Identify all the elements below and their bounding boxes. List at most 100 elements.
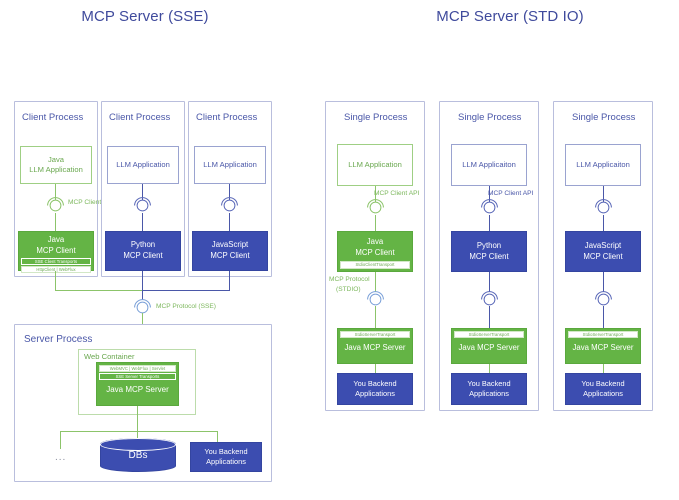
more-sources-ellipsis: ... bbox=[55, 452, 67, 463]
connector-line-2b bbox=[142, 213, 143, 231]
stdio-backend-2-line2: Applications bbox=[469, 389, 509, 398]
stdio-javascript-mcp-client[interactable]: JavaScript MCP Client bbox=[565, 231, 641, 272]
server-process-label: Server Process bbox=[24, 334, 93, 345]
stdio-llm-1-label: LLM Application bbox=[348, 159, 402, 169]
mcp-client-api-label-1: MCP Client API bbox=[68, 199, 114, 206]
server-fanout-line bbox=[60, 431, 217, 432]
bus-line-horizontal bbox=[142, 290, 230, 291]
stdio-backend-3-line1: You Backend bbox=[581, 378, 625, 388]
stdio-python-mcp-client[interactable]: Python MCP Client bbox=[451, 231, 527, 272]
stdio-connector-3b bbox=[603, 215, 604, 231]
stdio-connector-3a bbox=[603, 186, 604, 203]
stdio-java-client-line1: Java bbox=[366, 237, 384, 246]
stdio-protocol-line-3b bbox=[603, 306, 604, 328]
llm-application-2-label: LLM Application bbox=[116, 159, 170, 169]
stdio-java-mcp-client[interactable]: Java MCP Client StdioClientTransport bbox=[337, 231, 413, 272]
llm-application-3-label: LLM Application bbox=[203, 159, 257, 169]
stdio-protocol-line-3a bbox=[603, 272, 604, 292]
connector-line-1a bbox=[55, 184, 56, 201]
bus-line-2-down bbox=[142, 271, 143, 291]
stdio-js-client-line2: MCP Client bbox=[583, 251, 623, 261]
stdio-client-transport-chip: StdioClientTransport bbox=[340, 261, 410, 270]
python-mcp-client-line2: MCP Client bbox=[123, 251, 163, 260]
stdio-backend-2-line1: You Backend bbox=[467, 378, 511, 388]
python-mcp-client-1[interactable]: Python MCP Client bbox=[105, 231, 181, 271]
stdio-server-transport-chip-1: StdioServerTransport bbox=[340, 331, 410, 338]
javascript-mcp-client-line1: JavaScript bbox=[211, 240, 249, 250]
java-mcp-client-1[interactable]: Java MCP Client SSE Client Transports Ht… bbox=[18, 231, 94, 274]
connector-line-3a bbox=[229, 184, 230, 201]
stdio-java-mcp-server-3[interactable]: StdioServerTransport Java MCP Server bbox=[565, 328, 641, 364]
server-down-line bbox=[137, 406, 138, 432]
python-mcp-client-line1: Python bbox=[130, 240, 156, 250]
stdio-java-client-line2: MCP Client bbox=[355, 247, 395, 257]
dbs-cylinder-top bbox=[100, 438, 176, 451]
sse-client-transports-chip: SSE Client Transports bbox=[21, 258, 91, 266]
stdio-protocol-line-2a bbox=[489, 272, 490, 292]
stdio-python-client-line1: Python bbox=[476, 240, 502, 250]
stdio-llm-2-label: LLM Applicaiton bbox=[462, 159, 516, 169]
connector-line-2a bbox=[142, 184, 143, 201]
stdio-java-mcp-server-2[interactable]: StdioServerTransport Java MCP Server bbox=[451, 328, 527, 364]
stdio-server-transport-chip-3: StdioServerTransport bbox=[568, 331, 638, 338]
stdio-connector-1a bbox=[375, 186, 376, 203]
stdio-connector-1b bbox=[375, 215, 376, 231]
stdio-backend-applications-2[interactable]: You Backend Applications bbox=[451, 373, 527, 405]
llm-application-1-line1: Java bbox=[47, 154, 65, 164]
stdio-backend-applications-1[interactable]: You Backend Applications bbox=[337, 373, 413, 405]
javascript-mcp-client-1[interactable]: JavaScript MCP Client bbox=[192, 231, 268, 271]
java-mcp-server-sse[interactable]: WebMVC | WebFlux | Servlet SSE Server Tr… bbox=[96, 362, 179, 406]
java-mcp-client-1-line1: Java bbox=[47, 235, 65, 244]
llm-application-box-1[interactable]: Java LLM Application bbox=[20, 146, 92, 184]
single-process-2-label: Single Process bbox=[458, 112, 522, 123]
stdio-server-transport-chip-2: StdioServerTransport bbox=[454, 331, 524, 338]
fanout-backend-line bbox=[217, 431, 218, 442]
stdio-js-client-line1: JavaScript bbox=[584, 240, 622, 250]
stdio-connector-2a bbox=[489, 186, 490, 203]
backend-applications-sse[interactable]: You Backend Applications bbox=[190, 442, 262, 472]
stdio-java-mcp-server-1[interactable]: StdioServerTransport Java MCP Server bbox=[337, 328, 413, 364]
stdio-llm-application-3[interactable]: LLM Applicaiton bbox=[565, 144, 641, 186]
stdio-connector-2b bbox=[489, 215, 490, 231]
connector-line-3b bbox=[229, 213, 230, 231]
bus-line-green-down bbox=[55, 271, 56, 291]
backend-sse-line2: Applications bbox=[206, 457, 246, 466]
stdio-java-mcp-server-label-2: Java MCP Server bbox=[458, 343, 520, 352]
stdio-backend-1-line2: Applications bbox=[355, 389, 395, 398]
stdio-mcp-client-api-1: MCP Client API bbox=[374, 190, 420, 197]
stdio-llm-application-1[interactable]: LLM Application bbox=[337, 144, 413, 186]
stdio-backend-applications-3[interactable]: You Backend Applications bbox=[565, 373, 641, 405]
stdio-llm-application-2[interactable]: LLM Applicaiton bbox=[451, 144, 527, 186]
java-mcp-client-1-line2: MCP Client bbox=[36, 245, 76, 255]
right-diagram-title: MCP Server (STD IO) bbox=[436, 8, 584, 25]
fanout-left-line bbox=[60, 431, 61, 449]
fanout-db-line bbox=[137, 431, 138, 439]
stdio-protocol-line-1a bbox=[375, 272, 376, 292]
dbs-cylinder[interactable]: DBs bbox=[100, 438, 176, 472]
client-process-1-label: Client Process bbox=[22, 112, 84, 123]
stdio-java-mcp-server-label-1: Java MCP Server bbox=[344, 343, 406, 352]
java-mcp-server-sse-label: Java MCP Server bbox=[106, 385, 169, 394]
javascript-mcp-client-line2: MCP Client bbox=[210, 251, 250, 260]
stdio-backend-1-line1: You Backend bbox=[353, 378, 397, 388]
stdio-mcp-client-api-2: MCP Client API bbox=[488, 190, 534, 197]
webmvc-webflux-servlet-chip: WebMVC | WebFlux | Servlet bbox=[99, 365, 176, 372]
stdio-java-mcp-server-label-3: Java MCP Server bbox=[572, 343, 634, 352]
stdio-python-client-line2: MCP Client bbox=[469, 251, 509, 261]
dbs-label: DBs bbox=[128, 449, 148, 461]
single-process-3-label: Single Process bbox=[572, 112, 636, 123]
stdio-protocol-label-1-line1: MCP Protocol bbox=[329, 276, 370, 283]
bus-to-socket-line bbox=[142, 290, 143, 300]
stdio-backend-3-line2: Applications bbox=[583, 389, 623, 398]
llm-application-box-3[interactable]: LLM Application bbox=[194, 146, 266, 184]
web-container-label: Web Container bbox=[84, 352, 135, 361]
backend-sse-line1: You Backend bbox=[204, 446, 248, 456]
stdio-server-to-backend-2 bbox=[489, 364, 490, 374]
stdio-server-to-backend-1 bbox=[375, 364, 376, 374]
connector-line-1b bbox=[55, 213, 56, 231]
llm-application-box-2[interactable]: LLM Application bbox=[107, 146, 179, 184]
bus-line-3-down bbox=[229, 271, 230, 291]
bus-line-green-horizontal bbox=[55, 290, 143, 291]
llm-application-1-line2: LLM Application bbox=[29, 165, 83, 174]
